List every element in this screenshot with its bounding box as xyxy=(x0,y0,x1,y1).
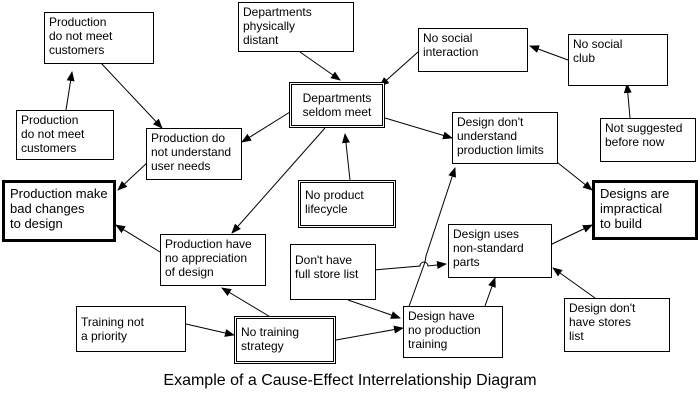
node-design-have-no-production-training: Design have no production training xyxy=(403,306,503,358)
arrow-storeslist-to-nonstandard xyxy=(552,267,596,299)
node-designs-impractical-to-build: Designs are impractical to build xyxy=(592,180,698,240)
arrow-prodtop-to-prodnotunderstand xyxy=(99,61,163,129)
arrow-lifecycle-to-seldom xyxy=(341,133,351,181)
arrow-fullstore-to-nonstandard xyxy=(373,261,447,271)
arrow-socialclub-to-nointeraction xyxy=(529,45,569,61)
arrow-designnotraining-to-nonstandard xyxy=(484,277,496,307)
node-no-product-lifecycle: No product lifecycle xyxy=(298,180,396,228)
arrow-strategy-to-noappreciation xyxy=(221,287,273,319)
node-design-uses-non-standard-parts: Design uses non-standard parts xyxy=(448,224,552,278)
node-design-not-understand-production-limits: Design don't understand production limit… xyxy=(452,112,558,164)
node-no-social-interaction: No social interaction xyxy=(418,28,528,72)
arrow-distant-to-seldom xyxy=(299,51,341,81)
node-production-not-meet-customers-top: Production do not meet customers xyxy=(44,12,154,64)
node-training-not-a-priority: Training not a priority xyxy=(76,306,186,352)
node-not-suggested-before-now: Not suggested before now xyxy=(600,118,696,162)
node-design-dont-have-stores-list: Design don't have stores list xyxy=(564,298,670,352)
arrow-nointeraction-to-seldom xyxy=(379,51,419,87)
arrow-designnotraining-to-designlimits xyxy=(406,167,456,313)
node-departments-physically-distant: Departments physically distant xyxy=(238,2,354,52)
node-no-training-strategy: No training strategy xyxy=(234,316,336,364)
arrow-prodleft-to-prodtop xyxy=(65,71,75,111)
node-production-make-bad-changes: Production make bad changes to design xyxy=(2,180,116,242)
node-departments-seldom-meet: Departments seldom meet xyxy=(289,82,385,128)
arrow-strategy-to-designnotraining xyxy=(335,325,404,341)
arrow-notsuggested-to-socialclub xyxy=(623,83,632,119)
arrow-prodnotunderstand-to-badchanges xyxy=(117,161,149,191)
arrow-notpriority-to-strategy xyxy=(185,323,235,337)
arrow-nonstandard-to-impractical xyxy=(549,224,593,246)
arrow-seldom-to-prodnotunderstand xyxy=(241,111,291,143)
node-production-not-meet-customers-left: Production do not meet customers xyxy=(16,110,114,160)
arrow-noappreciation-to-badchanges xyxy=(115,224,161,253)
node-production-not-understand-user-needs: Production do not understand user needs xyxy=(146,128,242,180)
arrow-seldom-to-designlimits xyxy=(384,117,453,140)
node-production-no-appreciation-of-design: Production have no appreciation of desig… xyxy=(160,234,266,286)
arrow-seldom-to-prodnoappreciation xyxy=(231,127,326,234)
diagram-caption: Example of a Cause-Effect Interrelations… xyxy=(163,372,537,389)
node-no-social-club: No social club xyxy=(568,34,668,86)
arrow-fullstore-to-designnotraining xyxy=(347,299,401,319)
node-dont-have-full-store-list: Don't have full store list xyxy=(290,244,376,300)
